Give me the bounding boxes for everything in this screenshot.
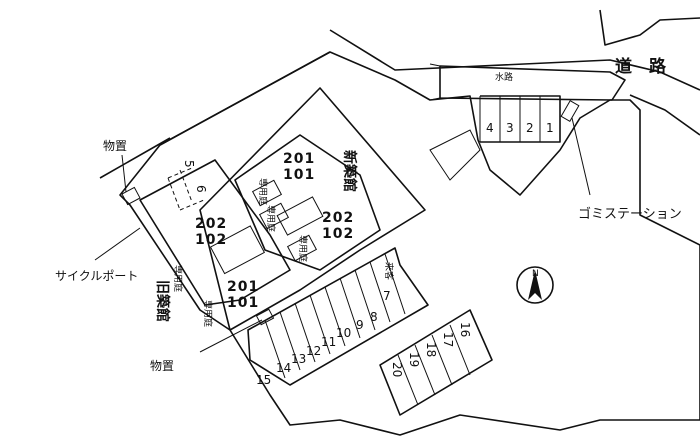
stall-7: 7 <box>383 289 391 303</box>
unit-new-right-2: 102 <box>322 226 354 242</box>
stall-14: 14 <box>276 361 291 375</box>
parking-top-row <box>479 95 561 143</box>
waterway <box>429 63 626 101</box>
parking-diagonal-row <box>247 247 429 386</box>
stall-11: 11 <box>321 335 336 349</box>
north-lot-line <box>99 51 331 179</box>
private-garden-3: 専用庭 <box>297 235 309 262</box>
stall-13: 13 <box>291 352 306 366</box>
storage-top-box <box>121 186 141 206</box>
unit-old-lower-2: 101 <box>227 295 259 311</box>
site-boundary <box>119 51 700 436</box>
new-building <box>234 134 381 271</box>
cycle-port-label: サイクルポート <box>55 269 138 283</box>
private-garden-5: 専用庭 <box>202 300 214 327</box>
private-garden-1: 専用庭 <box>257 178 269 205</box>
stall-12: 12 <box>306 344 321 358</box>
private-garden-4: 専用庭 <box>172 265 184 292</box>
unit-old-upper-1: 202 <box>195 216 227 232</box>
stall-10: 10 <box>336 326 351 340</box>
stall-15: 15 <box>256 373 271 387</box>
stall-16: 16 <box>458 322 472 337</box>
parking-right-row <box>379 309 493 416</box>
storage-bottom-label: 物置 <box>150 359 174 373</box>
compass-north-label: N <box>532 269 539 279</box>
stall-19: 19 <box>407 352 421 367</box>
road-label: 道 路 <box>615 56 667 77</box>
garbage-station-box <box>560 100 580 122</box>
stall-lines-5-6 <box>167 167 205 211</box>
unit-old-lower-1: 201 <box>227 279 259 295</box>
unit-old-upper-2: 102 <box>195 232 227 248</box>
cycle-port-leader <box>94 227 141 261</box>
new-plot <box>199 87 426 331</box>
stall-18: 18 <box>424 342 438 357</box>
hatch-area <box>429 129 481 181</box>
unit-new-upper-1: 201 <box>283 151 315 167</box>
garbage-station-leader <box>571 117 591 196</box>
stall-20: 20 <box>390 362 404 377</box>
storage-top-label: 物置 <box>103 139 127 153</box>
stall-3: 3 <box>506 121 514 135</box>
building-old-label: 旧築館 <box>154 280 171 322</box>
stall-1: 1 <box>546 121 554 135</box>
waterway-label: 水路 <box>495 71 513 83</box>
stall-9: 9 <box>356 318 364 332</box>
north-compass <box>516 266 554 304</box>
storage-top-leader <box>121 154 127 193</box>
unit-new-upper-2: 101 <box>283 167 315 183</box>
stall-6: 6 <box>194 185 208 193</box>
storage-bottom-box <box>255 308 275 326</box>
building-new-label: 新築館 <box>341 150 358 192</box>
road-outline <box>329 9 700 136</box>
private-garden-2: 専用庭 <box>265 205 277 232</box>
stall-5: 5 <box>182 160 196 168</box>
guest-label: 来客 <box>383 262 395 280</box>
stall-4: 4 <box>486 121 494 135</box>
old-building <box>139 159 291 306</box>
stall-17: 17 <box>441 332 455 347</box>
storage-bottom-leader <box>199 319 263 353</box>
unit-new-right-1: 202 <box>322 210 354 226</box>
stall-2: 2 <box>526 121 534 135</box>
garbage-station-label: ゴミステーション <box>578 206 682 222</box>
stall-8: 8 <box>370 310 378 324</box>
